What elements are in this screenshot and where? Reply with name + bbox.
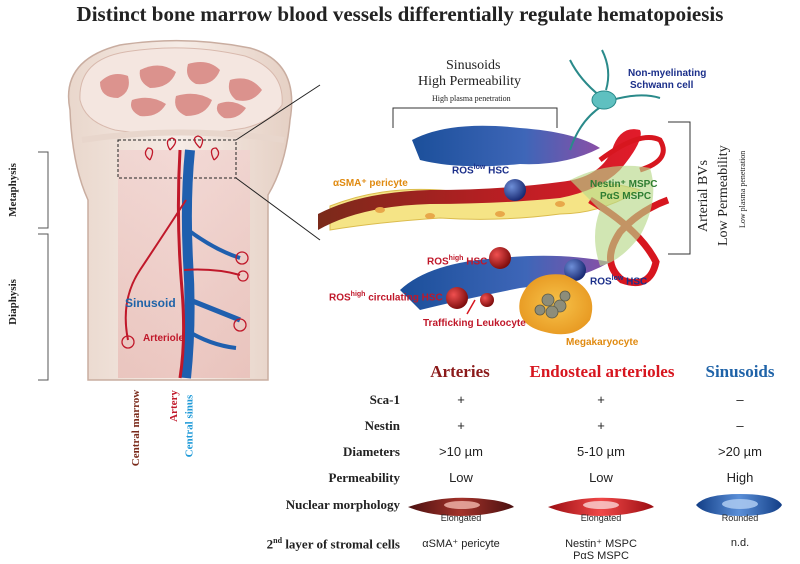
ros-high-circ-b: circulating HSC: [365, 292, 443, 304]
ros-high-hsc-sup: high: [448, 255, 464, 262]
cell-morphology-endosteal: Elongated: [580, 513, 622, 523]
cell-diameters-arteries: >10 µm: [439, 444, 483, 459]
cell-diameters-sinusoids: >20 µm: [718, 444, 762, 459]
sinusoids-title: Sinusoids: [446, 58, 501, 73]
ros-low-hsc-bottom-b: HSC: [623, 276, 648, 288]
ros-low-hsc-bottom-sup: low: [611, 275, 624, 282]
ros-high-hsc-label: ROShigh HSC: [427, 255, 487, 267]
ros-high-hsc-a: ROS: [427, 256, 449, 268]
diaphysis-label: Diaphysis: [6, 279, 19, 325]
central-marrow-label: Central marrow: [130, 389, 143, 467]
pas-mspc-label: PαS MSPC: [600, 191, 652, 202]
ros-low-hsc-top-sup: low: [473, 164, 486, 171]
megakaryocyte-label: Megakaryocyte: [566, 337, 639, 348]
ros-high-circ-a: ROS: [329, 292, 351, 304]
cell-diameters-endosteal: 5-10 µm: [577, 444, 625, 459]
stromal-label-sup: nd: [273, 536, 283, 545]
cell-permeability-sinusoids: High: [726, 470, 754, 485]
ros-low-hsc-label-bottom: ROSlow HSC: [590, 275, 647, 287]
column-arteries: Arteries: [430, 362, 490, 381]
schwann-label-1: Non-myelinating: [628, 68, 707, 79]
column-endosteal-arterioles: Endosteal arterioles: [529, 362, 675, 381]
cell-stromal-endosteal: Nestin⁺ MSPC: [565, 538, 637, 550]
cell-stromal-arteries: αSMA⁺ pericyte: [422, 538, 500, 550]
arterial-bvs-label: Arterial BVs: [696, 160, 711, 232]
nestin-mspc-label: Nestin⁺ MSPC: [590, 179, 658, 190]
sinusoid-label: Sinusoid: [125, 296, 176, 310]
cell-stromal-endosteal-extra: PαS MSPC: [573, 550, 629, 562]
cell-permeability-arteries: Low: [449, 470, 473, 485]
sinusoids-permeability: High Permeability: [418, 74, 522, 89]
stromal-label-b: layer of stromal cells: [282, 536, 400, 552]
cell-morphology-sinusoids: Rounded: [721, 513, 759, 523]
schwann-label-2: Schwann cell: [630, 80, 694, 91]
sinusoids-subtitle: High plasma penetration: [432, 94, 511, 103]
stromal-label-a: 2: [266, 536, 274, 552]
cell-stromal-sinusoids: n.d.: [730, 537, 750, 549]
row-label-stromal: 2nd layer of stromal cells: [200, 536, 400, 552]
cell-morphology-arteries: Elongated: [440, 513, 482, 523]
cell-sca1-arteries: +: [457, 392, 465, 407]
cell-sca1-sinusoids: –: [736, 392, 744, 407]
row-label-nestin: Nestin: [364, 418, 400, 433]
ros-low-hsc-label-top: ROSlow HSC: [452, 164, 509, 176]
nuclear-morphology-shapes: [408, 494, 782, 516]
cell-permeability-endosteal: Low: [589, 470, 613, 485]
pericyte-label-text: ⁺ pericyte: [361, 178, 408, 189]
bone-illustration: [38, 39, 321, 381]
ros-low-hsc-bottom-a: ROS: [590, 276, 612, 288]
arteriole-label: Arteriole: [143, 333, 185, 344]
arterial-subtitle-label: Low plasma penetration: [738, 150, 747, 228]
arterial-permeability-label: Low Permeability: [716, 145, 731, 246]
pericyte-label: αSMA⁺ pericyte: [333, 178, 408, 189]
metaphysis-label: Metaphysis: [6, 163, 19, 217]
ros-high-circulating-label: ROShigh circulating HSC: [329, 291, 443, 303]
artery-label: Artery: [167, 390, 180, 422]
trafficking-leukocyte-label: Trafficking Leukocyte: [423, 318, 526, 329]
row-label-nuclear-morphology: Nuclear morphology: [285, 497, 400, 512]
cell-sca1-endosteal: +: [597, 392, 605, 407]
ros-high-hsc-b: HSC: [463, 256, 488, 268]
row-label-permeability: Permeability: [328, 470, 400, 485]
row-label-diameters: Diameters: [342, 444, 400, 459]
pericyte-label-sup: αSMA: [333, 178, 362, 189]
cell-nestin-arteries: +: [457, 418, 465, 433]
ros-low-hsc-top-b: HSC: [485, 165, 510, 177]
central-sinus-label: Central sinus: [183, 394, 196, 458]
vessel-detail-illustration: [318, 49, 691, 335]
figure-title: Distinct bone marrow blood vessels diffe…: [76, 2, 724, 26]
ros-low-hsc-top-a: ROS: [452, 165, 474, 177]
column-sinusoids: Sinusoids: [705, 362, 775, 381]
ros-high-circ-sup: high: [350, 291, 366, 298]
row-label-sca1: Sca-1: [369, 392, 400, 407]
cell-nestin-sinusoids: –: [736, 418, 744, 433]
cell-nestin-endosteal: +: [597, 418, 605, 433]
